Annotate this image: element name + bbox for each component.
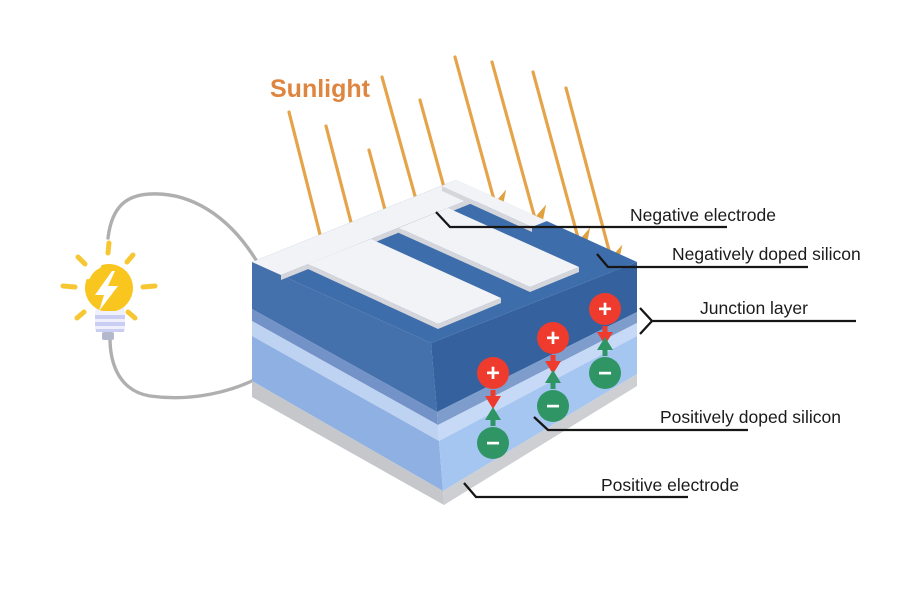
negative-electrode-busbar [252,180,485,275]
sun-ray [453,55,507,222]
electron-circle [537,390,569,422]
electron-arrow-up-icon [545,370,561,383]
bulb-base [95,311,125,340]
electrode-finger-cap [438,298,501,329]
callouts [435,211,856,499]
bulb-base-stripe [95,322,125,326]
hole-carrier: + [537,322,569,374]
bulb-glow-ray [125,309,138,321]
label-junction-layer: Junction layer [700,298,808,318]
label-negative-electrode: Negative electrode [630,205,776,225]
plus-symbol: + [598,296,612,323]
hole-arrow-down-icon [485,396,501,409]
electrode-finger-side [442,186,532,232]
electrode-finger-side [308,264,438,329]
negative-electrode-comb [252,180,579,329]
bulb-glow-ray [140,283,158,290]
label-positive-electrode: Positive electrode [601,475,739,495]
callout-junction-layer [639,307,856,335]
electrode-finger-side [399,228,530,292]
layer-junction-lower-left-face [252,321,439,441]
electrode-finger [308,239,501,324]
bulb-glow-ray [124,252,136,265]
minus-symbol: − [598,360,612,387]
layer-positive-electrode-left-face [252,381,444,505]
electron-carrier: − [537,370,569,422]
layer-positive-electrode-right-face [443,374,637,505]
hole-carrier: + [589,293,621,345]
circuit-wires [106,192,260,400]
electrode-finger [399,208,579,287]
hole-circle [537,322,569,354]
bulb-shine [85,263,102,280]
plus-symbol: + [486,360,500,387]
electron-circle [589,357,621,389]
layer-junction-upper-left-face [252,309,438,425]
electron-arrow-up-icon [597,337,613,350]
layer-negatively-doped-silicon-left-face [252,262,437,412]
bulb-base-body [95,311,125,332]
lightbulb-icon [60,240,158,340]
electrode-finger [442,180,547,227]
bulb-glow-ray [74,309,87,321]
solar-cell-stack [252,180,637,505]
bulb-glow-ray [60,283,78,290]
bulb-base-stripe [96,329,124,332]
hole-circle [477,357,509,389]
sun-ray [564,86,623,277]
wire-top [106,192,258,262]
plus-symbol: + [546,325,560,352]
layer-junction-lower-right-face [438,323,637,441]
callout-positively-doped-silicon [533,416,748,432]
bulb-base-stripe [95,315,125,319]
callout-negative-electrode [435,211,727,229]
electron-arrow-up-icon [485,407,501,420]
label-negatively-doped-silicon: Negatively doped silicon [672,244,861,264]
electron-circle [477,427,509,459]
sunlight-title: Sunlight [270,75,371,103]
bulb-stub [102,332,114,340]
bulb-glow-ray [105,240,112,256]
minus-symbol: − [486,430,500,457]
bulb-glow-ray [75,254,88,267]
callout-negatively-doped-silicon [596,253,808,269]
hole-arrow-down-icon [545,361,561,374]
layer-positively-doped-silicon-left-face [252,336,443,491]
wire-bottom [108,336,260,400]
electrode-finger-cap [530,267,579,292]
hole-carrier: + [477,357,509,409]
sun-ray [531,70,591,260]
label-positively-doped-silicon: Positively doped silicon [660,407,841,427]
charge-carriers: + + + − − [477,293,621,459]
sun-ray [490,60,547,237]
minus-symbol: − [546,393,560,420]
electron-carrier: − [477,407,509,459]
electron-carrier: − [589,337,621,389]
layer-labels: Negative electrode Negatively doped sili… [601,205,861,495]
hole-circle [589,293,621,325]
lightning-bolt-icon [95,271,118,311]
callout-positive-electrode [463,482,688,499]
